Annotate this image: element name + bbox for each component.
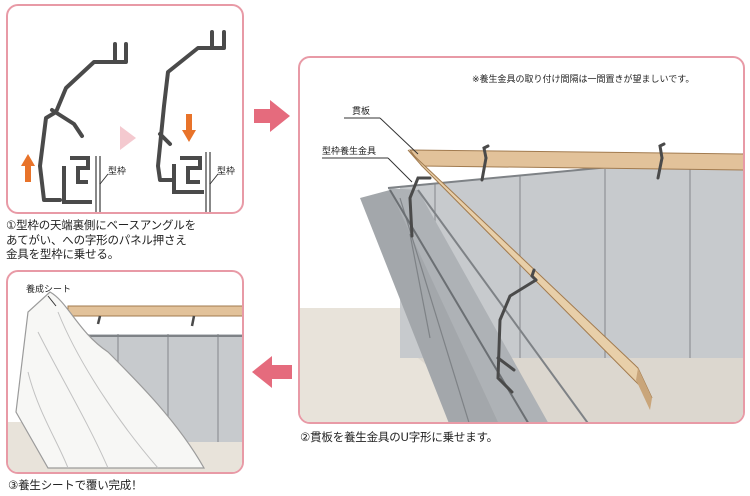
- step3-illustration: 養成シート: [8, 283, 242, 472]
- label-sheet: 養成シート: [26, 283, 71, 295]
- step1-caption: ①型枠の天端裏側にベースアングルを あてがい、への字形のパネル押さえ 金具を型枠…: [6, 218, 251, 262]
- progress-arrow-icon: [120, 126, 136, 150]
- flow-arrow-right-icon: [254, 100, 290, 132]
- label-board: 貫板: [352, 105, 370, 117]
- board: [67, 305, 242, 317]
- step1-caption-line-2: あてがい、への字形のパネル押さえ: [6, 232, 187, 247]
- step1-panel: 型枠 型枠: [6, 4, 244, 214]
- step1-illustration: 型枠 型枠: [21, 30, 235, 212]
- bracket-left: [38, 42, 128, 202]
- formwork-back-wall: [400, 154, 743, 358]
- step1-caption-line-1: ①型枠の天端裏側にベースアングルを: [6, 218, 196, 232]
- board-top-back: [408, 149, 743, 171]
- step3-caption: ③養生シートで覆い完成！: [8, 478, 143, 492]
- label-formwork-a: 型枠: [108, 165, 126, 177]
- label-formwork-b: 型枠: [217, 165, 235, 177]
- down-arrow-icon: [182, 114, 196, 142]
- step2-panel: ※養生金具の取り付け間隔は一間置きが望ましいです。 貫板 型枠養生金具: [298, 56, 745, 424]
- step3-panel: 養成シート: [6, 270, 244, 474]
- label-bracket: 型枠養生金具: [322, 145, 376, 157]
- flow-arrow-left-icon: [252, 356, 292, 388]
- angle-left: [62, 156, 92, 204]
- angle-right: [172, 156, 204, 194]
- brackets: [408, 142, 666, 394]
- step2-caption: ②貫板を養生金具のU字形に乗せます。: [300, 430, 498, 444]
- step1-caption-line-3: 金具を型枠に乗せる。: [6, 247, 119, 261]
- step2-note: ※養生金具の取り付け間隔は一間置きが望ましいです。: [472, 73, 694, 85]
- protective-sheet: [15, 291, 206, 469]
- step2-illustration: ※養生金具の取り付け間隔は一間置きが望ましいです。 貫板 型枠養生金具: [300, 73, 743, 422]
- bracket-right: [156, 30, 226, 182]
- up-arrow-icon: [21, 154, 35, 182]
